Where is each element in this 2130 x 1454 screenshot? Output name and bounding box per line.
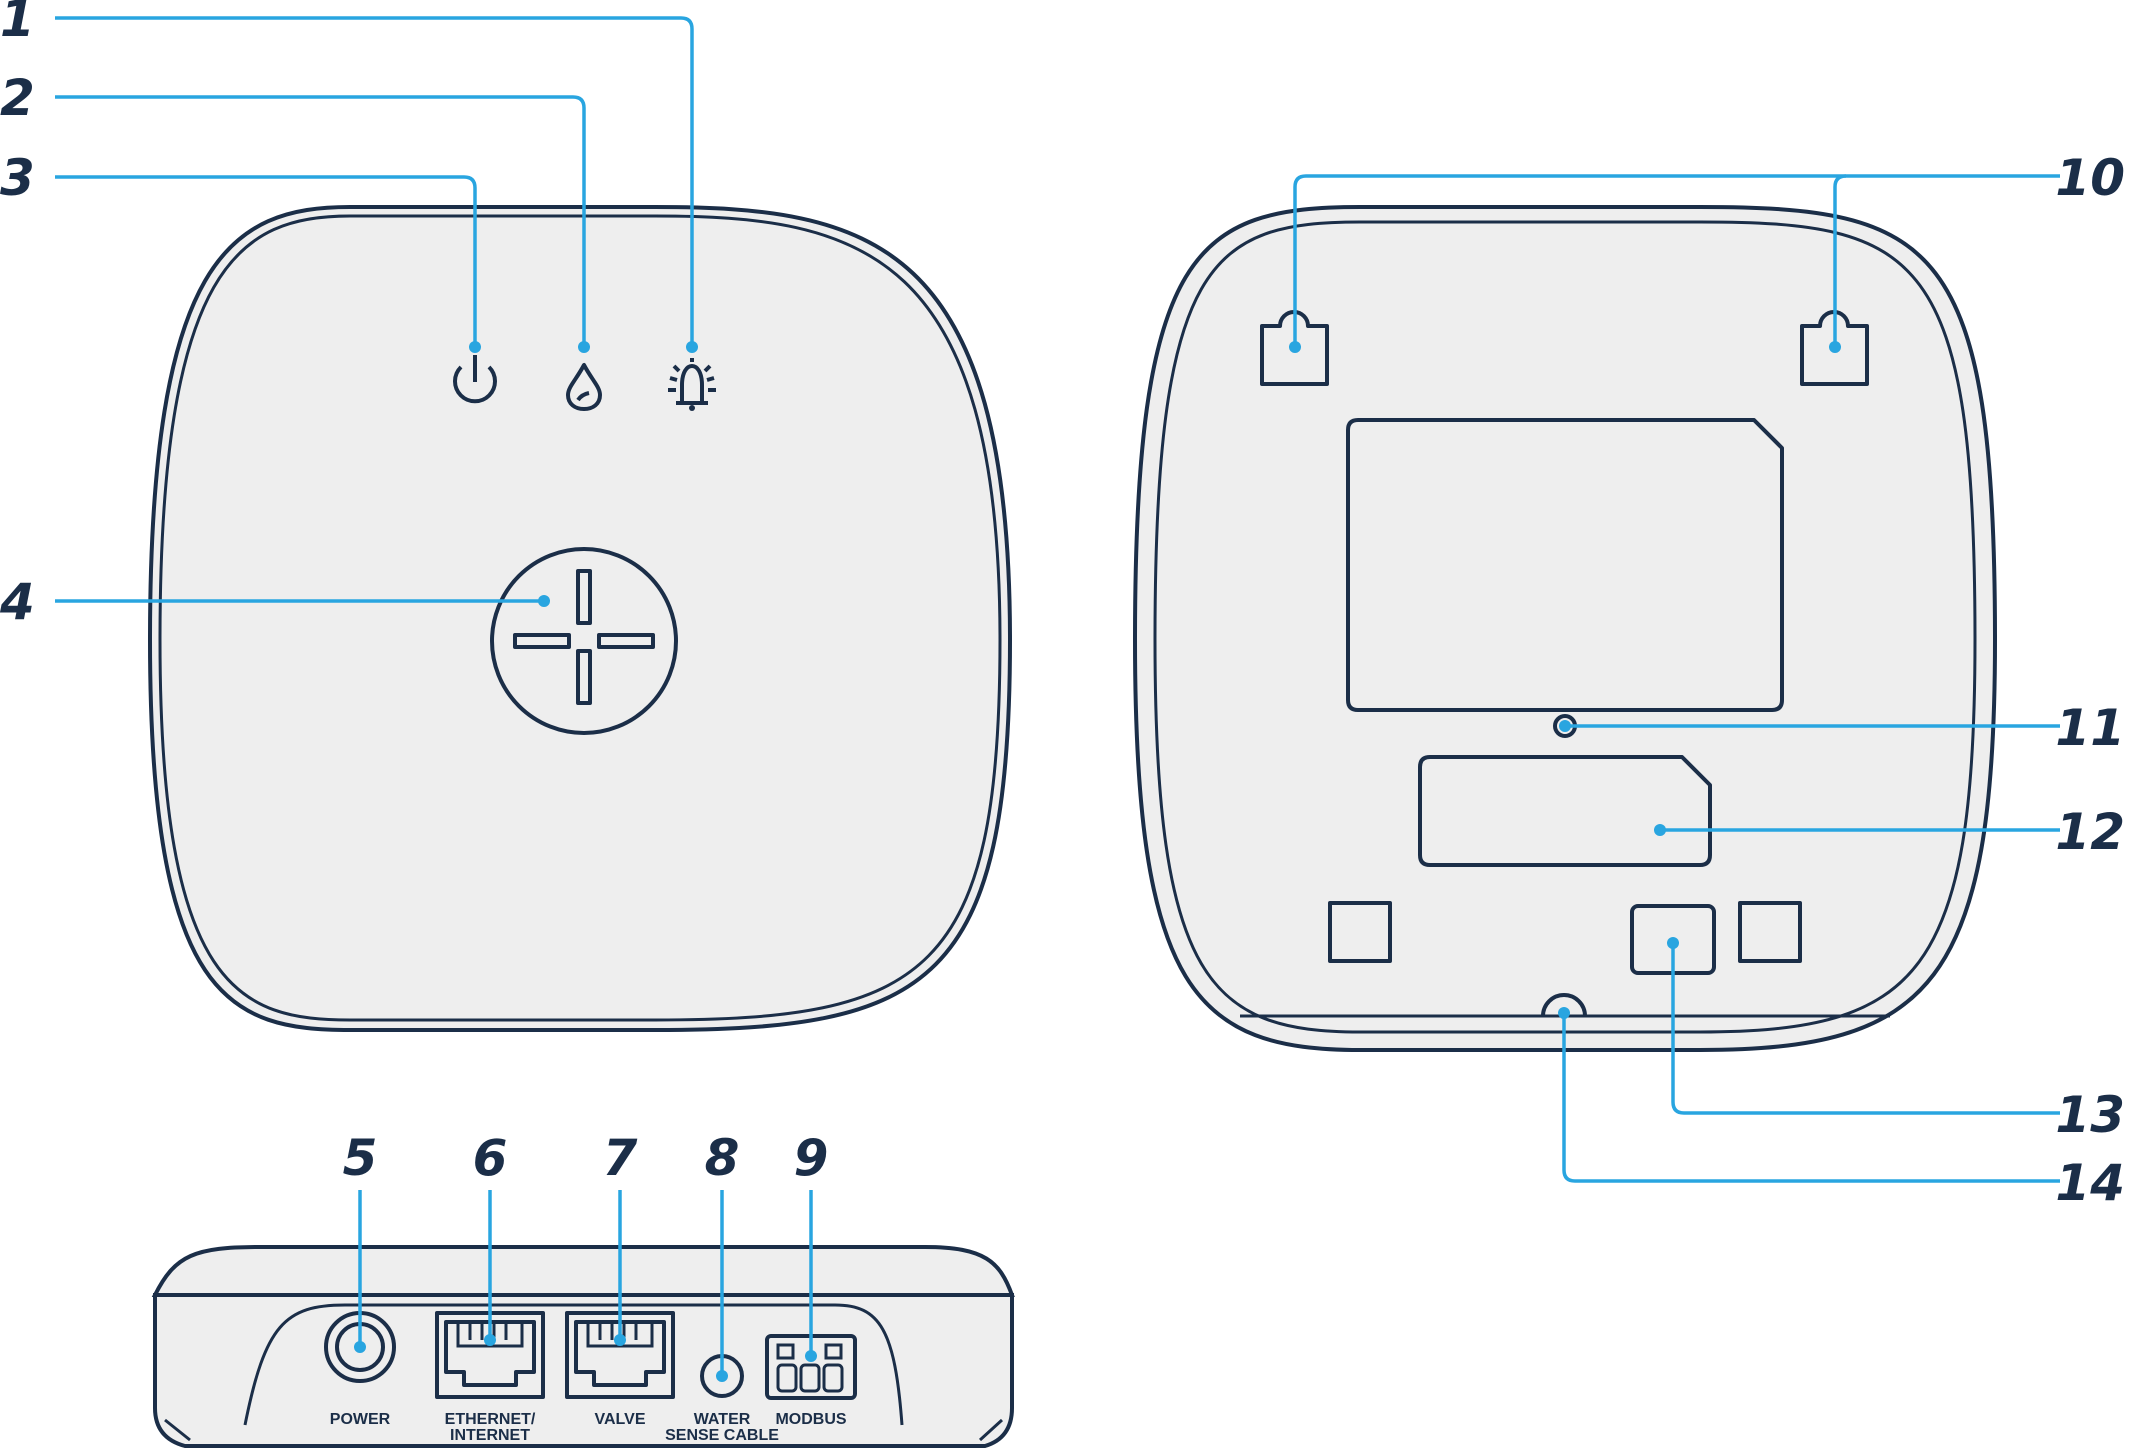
mount-slot-left [1260, 310, 1329, 386]
callout-number-2: 2 [0, 69, 35, 127]
power-icon [453, 355, 497, 404]
back-pad-left [1328, 901, 1392, 963]
port-label-valve: VALVE [595, 1411, 646, 1428]
callout-number-14: 14 [2055, 1154, 2125, 1212]
alarm-bell-icon [668, 358, 716, 411]
port-label-water-2: SENSE CABLE [665, 1427, 779, 1444]
plus-button-icon [490, 547, 678, 735]
water-drop-icon [566, 363, 602, 411]
back-compartment [1418, 755, 1712, 867]
callout-number-13: 13 [2055, 1086, 2125, 1144]
callout-number-1: 1 [0, 0, 35, 48]
callout-number-12: 12 [2055, 803, 2125, 861]
port-label-ethernet-2: INTERNET [450, 1427, 530, 1444]
mount-slot-right [1800, 310, 1869, 386]
callout-number-8: 8 [705, 1129, 740, 1187]
port-label-ethernet-1: ETHERNET/ [445, 1411, 536, 1428]
callout-number-9: 9 [794, 1129, 829, 1187]
callout-numbers: 1 2 3 4 5 6 7 8 9 10 11 12 13 14 [0, 0, 2125, 1212]
callout-number-5: 5 [343, 1129, 378, 1187]
callout-number-7: 7 [603, 1129, 638, 1187]
back-view [1132, 205, 1998, 1052]
front-view [147, 205, 1013, 1032]
side-edge-left [164, 1418, 191, 1442]
callout-lines [55, 16, 2060, 1382]
side-port-recess [243, 1303, 904, 1426]
callout-number-4: 4 [0, 573, 35, 631]
side-housing-top [151, 1245, 1015, 1297]
port-label-modbus: MODBUS [775, 1411, 846, 1428]
callout-number-11: 11 [2055, 699, 2125, 757]
port-label-water-1: WATER [694, 1411, 751, 1428]
front-housing-inner-edge [158, 214, 1002, 1022]
back-housing-inner [1153, 220, 1977, 1034]
side-edge-right [978, 1418, 1004, 1442]
side-view: POWER ETHERNET/ INTERNET VALVE WATER SEN… [151, 1245, 1015, 1448]
callout-number-10: 10 [2055, 149, 2125, 207]
back-pad-right [1738, 901, 1802, 963]
back-housing-outer [1132, 205, 1998, 1052]
callout-number-6: 6 [473, 1129, 508, 1187]
port-label-power: POWER [330, 1411, 391, 1428]
back-label-area [1346, 418, 1784, 712]
callout-number-3: 3 [0, 149, 35, 207]
cable-notch [1541, 993, 1587, 1017]
